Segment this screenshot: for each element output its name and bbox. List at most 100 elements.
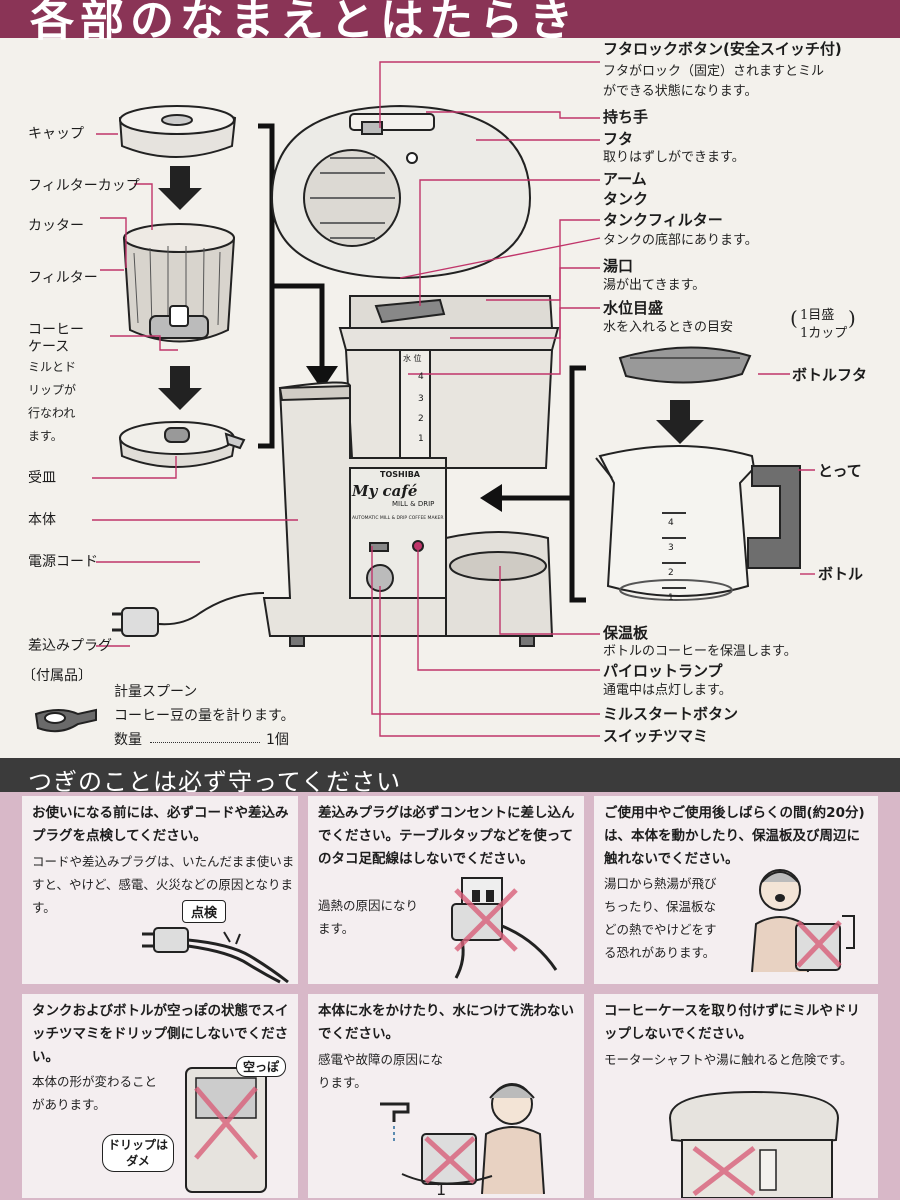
label-saucer: 受皿 — [28, 470, 56, 486]
rule-card: 本体に水をかけたり、水につけて洗わないでください。 感電や故障の原因になります。 — [308, 994, 584, 1198]
no-coffee-case-icon — [668, 1090, 840, 1198]
rule-desc: モーターシャフトや湯に触れると危険です。 — [604, 1052, 853, 1067]
desc-pilot-lamp: 通電中は点灯します。 — [603, 683, 732, 698]
measuring-spoon-illustration — [34, 708, 97, 733]
label-plug: 差込みプラグ — [28, 638, 112, 654]
label-power-cord: 電源コード — [28, 554, 98, 570]
rule-card: 差込みプラグは必ずコンセントに差し込んでください。テーブルタップなどを使ってのタ… — [308, 796, 584, 984]
desc-lid: 取りはずしができます。 — [603, 150, 745, 165]
down-arrow-icon — [158, 166, 202, 210]
label-bottle: ボトル — [818, 565, 864, 583]
rule-title: タンクおよびボトルが空っぽの状態でスイッチツマミをドリップ側にしないでください。 — [32, 1003, 289, 1065]
bottle-mark: 2 — [668, 568, 674, 578]
page-title: 各部のなまえとはたらき — [30, 0, 580, 46]
badge-no-drip: ドリップはダメ — [102, 1134, 174, 1172]
accessory-name: 計量スプーン — [114, 684, 198, 700]
label-pilot-lamp: パイロットランプ — [603, 662, 723, 680]
label-filter-cup: フィルターカップ — [28, 178, 140, 194]
filter-cup-illustration — [122, 223, 236, 343]
parts-illustration — [34, 61, 815, 737]
note-mill-and-drip: ミルとド リップが 行なわれ ます。 — [28, 360, 77, 443]
water-note-line2: 1カップ — [800, 326, 848, 341]
label-cutter: カッター — [28, 218, 84, 234]
tagline: AUTOMATIC MILL & DRIP COFFEE MAKER — [352, 516, 444, 521]
accessory-desc: コーヒー豆の量を計ります。 — [114, 708, 295, 724]
rule-title: コーヒーケースを取り付けずにミルやドリップしないでください。 — [604, 1003, 860, 1042]
label-filter: フィルター — [28, 270, 98, 286]
label-mill-start-button: ミルスタートボタン — [603, 705, 739, 723]
rule-title: ご使用中やご使用後しばらくの間(約20分)は、本体を動かしたり、保温板及び周辺に… — [604, 805, 865, 867]
down-arrow-icon — [656, 400, 704, 444]
bottle-mark: 1 — [668, 593, 674, 603]
label-warming-plate: 保温板 — [603, 624, 649, 642]
label-coffee-case: コーヒー ケース — [28, 322, 84, 355]
label-bottle-lid: ボトルフタ — [792, 366, 868, 384]
rule-card: タンクおよびボトルが空っぽの状態でスイッチツマミをドリップ側にしないでください。… — [22, 994, 298, 1198]
rule-card: お使いになる前には、必ずコードや差込みプラグを点検してください。 コードや差込み… — [22, 796, 298, 984]
desc-tank-filter: タンクの底部にあります。 — [603, 233, 758, 248]
water-note-line1: 1目盛 — [800, 308, 835, 323]
water-scale-title: 水 位 — [403, 354, 422, 363]
accessory-heading: 〔付属品〕 — [22, 668, 92, 684]
label-lid-lock-button: フタロックボタン(安全スイッチ付) — [603, 40, 842, 58]
rules-title: つぎのことは必ず守ってください — [28, 768, 402, 796]
label-arm: アーム — [603, 170, 647, 188]
no-washing-icon — [380, 1083, 545, 1194]
rule-title: 本体に水をかけたり、水につけて洗わないでください。 — [318, 1003, 574, 1042]
saucer-illustration — [118, 421, 246, 468]
label-spout: 湯口 — [603, 257, 634, 275]
model-sub: MILL & DRIP — [392, 500, 435, 508]
paren-open: ( — [790, 306, 798, 330]
rules-header-band — [0, 758, 900, 792]
water-scale-mark: 4 — [418, 372, 424, 382]
qty-leader — [150, 742, 260, 743]
brand-logo: TOSHIBA — [380, 470, 420, 479]
label-switch-knob: スイッチツマミ — [603, 727, 709, 745]
header-band — [0, 0, 900, 38]
leader-lines — [92, 61, 815, 737]
badge-inspect: 点検 — [182, 900, 227, 923]
water-scale-mark: 1 — [418, 434, 424, 444]
power-cord-illustration — [112, 592, 265, 637]
label-lid: フタ — [603, 130, 634, 148]
rules-grid: お使いになる前には、必ずコードや差込みプラグを点検してください。 コードや差込み… — [0, 792, 900, 1200]
desc-warming-plate: ボトルのコーヒーを保温します。 — [603, 644, 797, 659]
rule-card: コーヒーケースを取り付けずにミルやドリップしないでください。 モーターシャフトや… — [594, 994, 878, 1198]
model-logo: My café — [352, 482, 418, 500]
cap-illustration — [118, 105, 237, 158]
water-scale-mark: 3 — [418, 394, 424, 404]
label-main-body: 本体 — [28, 512, 56, 528]
label-tank-filter: タンクフィルター — [603, 211, 723, 229]
rule-title: 差込みプラグは必ずコンセントに差し込んでください。テーブルタップなどを使ってのタ… — [318, 805, 575, 867]
down-arrow-icon — [158, 366, 202, 410]
desc-lid-lock-button: フタがロック（固定）されますとミル ができる状態になります。 — [603, 64, 825, 99]
rule-desc: 本体の形が変わることがあります。 — [32, 1074, 158, 1112]
bottle-illustration — [595, 445, 801, 601]
page-number: 1 — [436, 1180, 447, 1199]
rule-desc: 湯口から熱湯が飛びちったり、保温板などの熱でやけどをする恐れがあります。 — [604, 876, 717, 960]
bottle-lid-illustration — [618, 346, 752, 384]
water-scale-mark: 2 — [418, 414, 424, 424]
label-water-gauge: 水位目盛 — [603, 299, 664, 317]
desc-spout: 湯が出てきます。 — [603, 278, 706, 293]
cord-check-icon — [142, 927, 289, 984]
rule-desc: 過熱の原因になります。 — [318, 898, 419, 936]
multi-plug-prohibited-icon — [451, 877, 558, 979]
rule-title: お使いになる前には、必ずコードや差込みプラグを点検してください。 — [32, 805, 289, 844]
label-bottle-handle: とって — [818, 462, 862, 480]
rule-desc: コードや差込みプラグは、いたんだまま使いますと、やけど、感電、火災などの原因とな… — [32, 854, 295, 915]
parts-diagram: 水 位 4 3 2 1 TOSHIBA My café MILL & DRIP … — [0, 38, 900, 758]
rule-desc: 感電や故障の原因になります。 — [318, 1052, 444, 1090]
label-tank: タンク — [603, 190, 649, 208]
accessory-qty-value: 1個 — [266, 732, 289, 748]
label-cap: キャップ — [28, 126, 84, 142]
coffee-maker-illustration — [262, 104, 560, 647]
empty-tank-warning-icon — [185, 1067, 267, 1193]
bottle-mark: 4 — [668, 518, 674, 528]
hot-plate-warning-icon — [751, 869, 855, 973]
bottle-mark: 3 — [668, 543, 674, 553]
desc-water-gauge: 水を入れるときの目安 — [603, 320, 734, 335]
badge-empty: 空っぽ — [236, 1056, 287, 1077]
paren-close: ) — [848, 306, 856, 330]
